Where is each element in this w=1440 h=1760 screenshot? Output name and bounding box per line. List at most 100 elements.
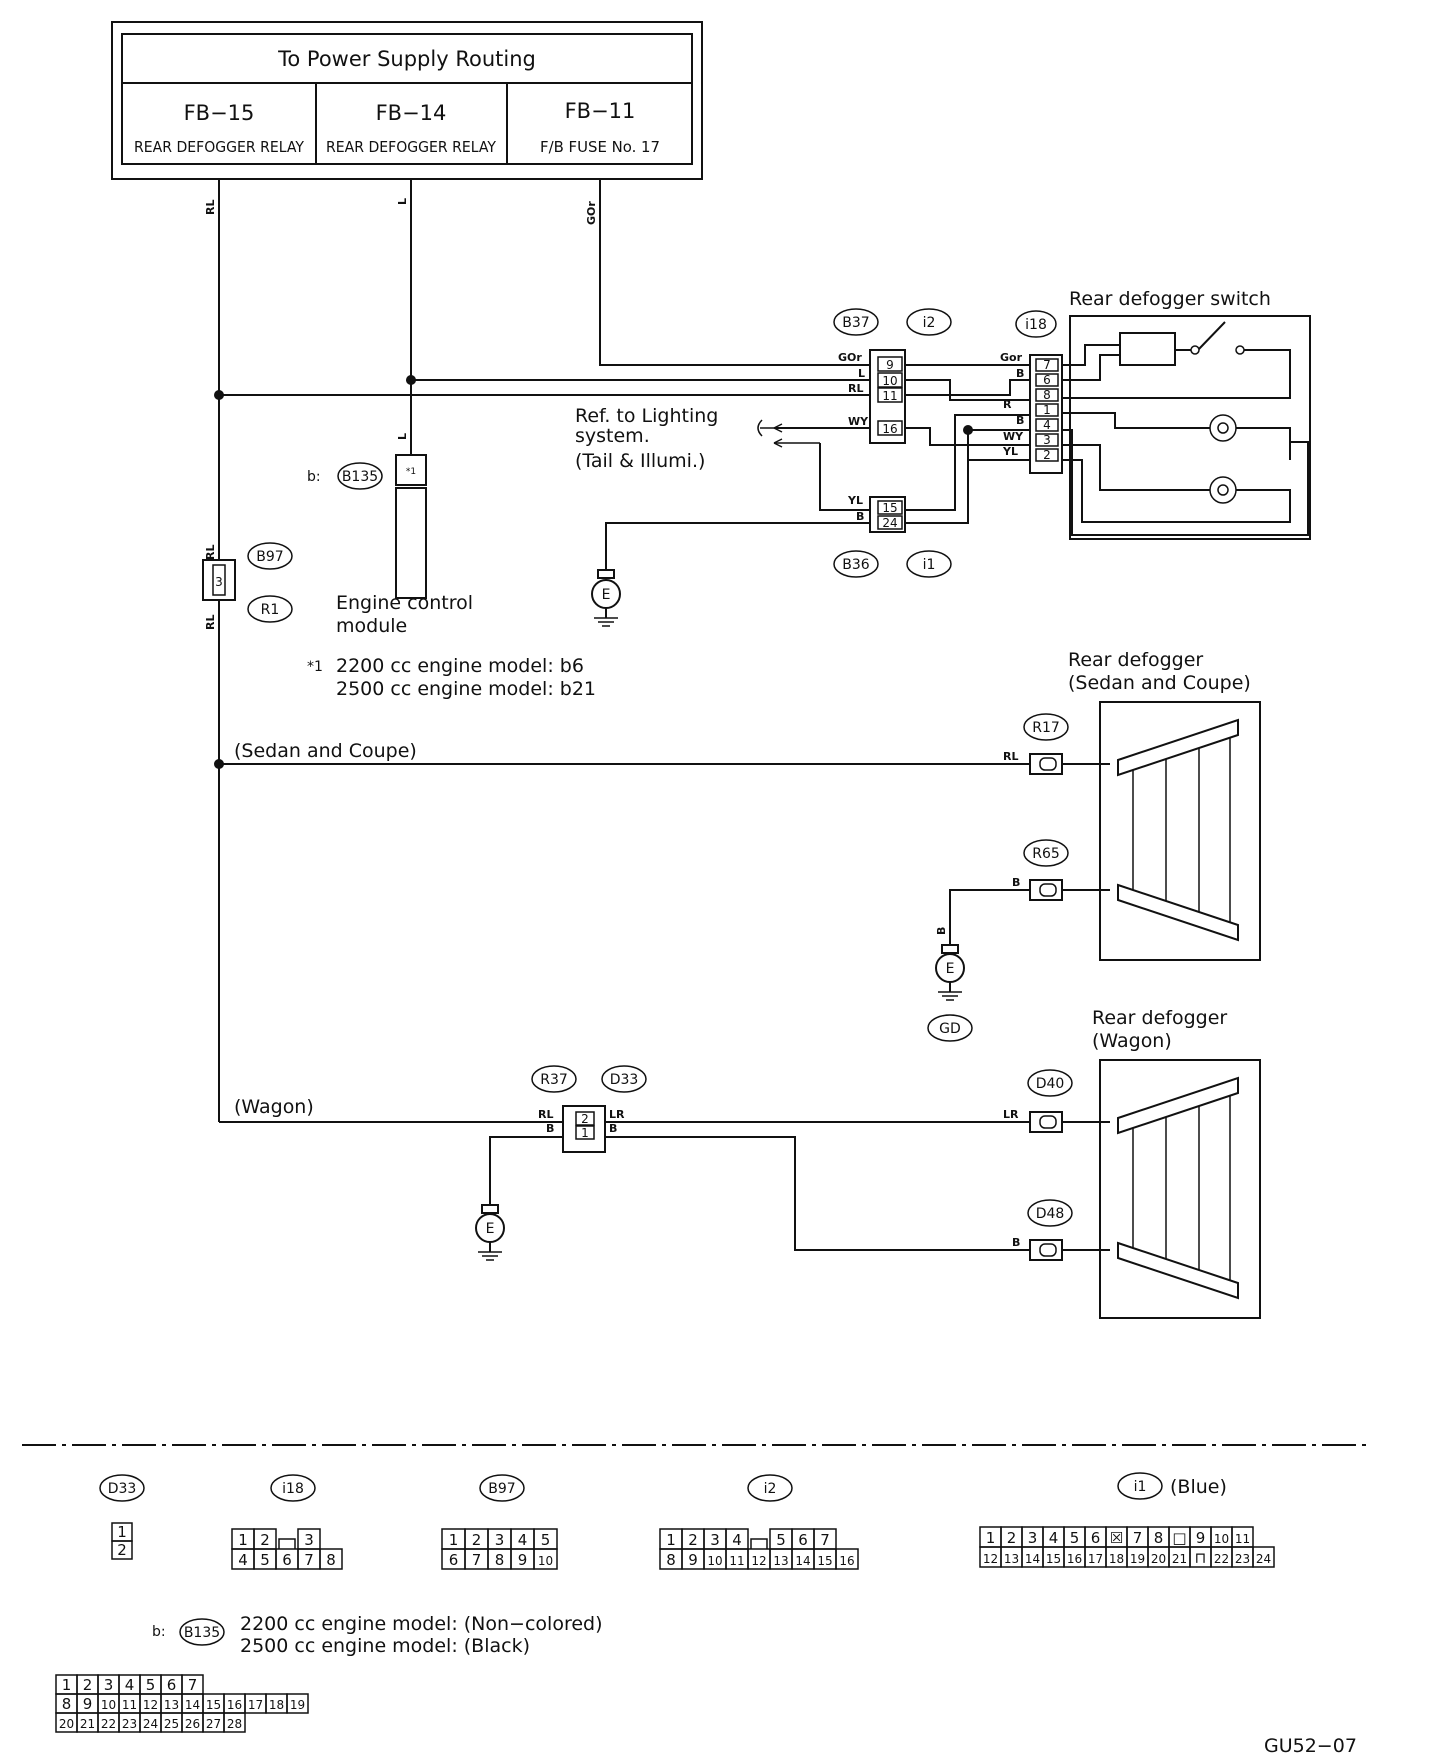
connector-label-i2: i2 [923,315,936,331]
connector-label-r1: R1 [261,602,280,618]
fb15-code: FB−15 [184,101,255,125]
wire-b-ground [605,522,870,570]
wire-label-rl-r17: RL [1003,750,1018,763]
legend-pin-number: 3 [1028,1529,1038,1547]
rear-defogger-switch-label: Rear defogger switch [1069,288,1271,310]
legend-pin-number: 7 [472,1551,482,1569]
legend-pin-number: 3 [495,1531,505,1549]
legend-grid-d33: 12 [111,1522,133,1560]
legend-pin-number: ☒ [1110,1529,1123,1547]
legend-pin-number: 19 [290,1698,305,1712]
legend-key-slot [278,1538,296,1549]
legend-pin-number: 12 [143,1698,158,1712]
legend-pin-number: 9 [688,1551,698,1569]
fb14-code: FB−14 [376,101,447,125]
wire-label-rl-r37: RL [538,1108,553,1121]
legend-pin-number: ⊓ [1195,1549,1207,1567]
wire-label-l-ecm: L [396,433,409,440]
lighting-ref-line1: Ref. to Lighting [575,405,718,427]
wire-label-r-i18: R [1003,398,1012,411]
legend-id-b135: B135 [184,1625,220,1641]
legend-pin-number: 1 [449,1531,459,1549]
power-supply-title: To Power Supply Routing [277,47,536,71]
pin-i18-3: 3 [1043,433,1051,447]
legend-id-b97: B97 [488,1481,515,1497]
legend-pin-number: 13 [773,1554,788,1568]
wire-label-b-r37: B [546,1122,554,1135]
legend-pin-number: 28 [227,1717,242,1731]
wire-yl-b36 [819,443,870,511]
legend-pin-number: 5 [776,1531,786,1549]
legend-pin-cell [1252,1546,1275,1568]
power-supply-table-inner [121,33,693,165]
legend-pin-number: 2 [688,1531,698,1549]
wire-label-yl-i18: YL [1002,445,1018,458]
legend-pin-number: 2 [117,1541,127,1559]
legend-pin-number: 1 [238,1531,248,1549]
legend-pin-number: 4 [125,1676,135,1694]
connector-label-i1: i1 [923,557,936,573]
legend-pin-number: 2 [83,1676,93,1694]
legend-pin-number: 7 [820,1531,830,1549]
sedan-coupe-branch-label: (Sedan and Coupe) [234,740,417,762]
legend-pin-cell [286,1693,309,1714]
svg-text:E: E [946,961,955,977]
legend-pin-cell [533,1548,558,1570]
ecm-pin-marker: *1 [406,467,416,477]
legend-pin-number: 8 [495,1551,505,1569]
b135-prefix: b: [307,469,321,485]
connector-label-b37: B37 [842,315,869,331]
wire-label-b-r65: B [1012,876,1020,889]
legend-pin-number: 5 [1070,1529,1080,1547]
pin-r37-2: 2 [581,1112,589,1126]
legend-pin-number: 4 [518,1531,528,1549]
legend-pin-number: 4 [732,1531,742,1549]
wire-label-b-d48: B [1012,1236,1020,1249]
ecm-label-line1: Engine control [336,592,473,614]
legend-pin-number: 22 [101,1717,116,1731]
splice-dot [214,390,224,400]
pin-i18-2: 2 [1043,448,1051,462]
legend-pin-number: 4 [238,1551,248,1569]
legend-pin-number: 18 [269,1698,284,1712]
legend-pin-number: 5 [146,1676,156,1694]
legend-pin-number: 23 [1235,1552,1250,1566]
wire-label-b-b36: B [856,510,864,523]
pin-24: 24 [882,516,897,530]
svg-text:E: E [602,587,611,603]
legend-pin-number: 7 [304,1551,314,1569]
legend-pin-number: 7 [188,1676,198,1694]
rear-defogger-sedan-line2: (Sedan and Coupe) [1068,672,1251,694]
legend-pin-number: 18 [1109,1552,1124,1566]
legend-pin-number: 25 [164,1717,179,1731]
legend-pin-number: 4 [1049,1529,1059,1547]
legend-pin-number: 21 [1172,1552,1187,1566]
lighting-reference: Ref. to Lighting system. (Tail & Illumi.… [575,405,718,472]
connector-label-b36: B36 [842,557,870,573]
pin-9: 9 [886,358,894,372]
pin-i18-8: 8 [1043,388,1051,402]
legend-pin-number: 5 [260,1551,270,1569]
wire-sedan-b [949,889,1030,945]
fb11-code: FB−11 [565,99,636,123]
legend-pin-number: 2 [1007,1529,1017,1547]
legend-pin-number: 10 [1214,1532,1229,1546]
wire-label-lr-d33: LR [609,1108,625,1121]
splice-dot [963,425,973,435]
fb15-desc: REAR DEFOGGER RELAY [134,138,305,156]
legend-pin-cell [223,1712,246,1733]
rear-defogger-sedan: Rear defogger (Sedan and Coupe) R17 R65 [1023,649,1261,961]
legend-pin-number: 1 [117,1523,127,1541]
rear-defogger-wagon: Rear defogger (Wagon) D40 D48 [1027,1007,1261,1319]
pin-b97-3: 3 [215,575,223,589]
wire-label-wy-i18: WY [1003,430,1024,443]
legend-pin-number: 1 [62,1676,72,1694]
legend-pin-number: 1 [986,1529,996,1547]
fb14-desc: REAR DEFOGGER RELAY [326,138,497,156]
legend-pin-number: 15 [206,1698,221,1712]
wire-wagon-b [605,1136,1030,1251]
